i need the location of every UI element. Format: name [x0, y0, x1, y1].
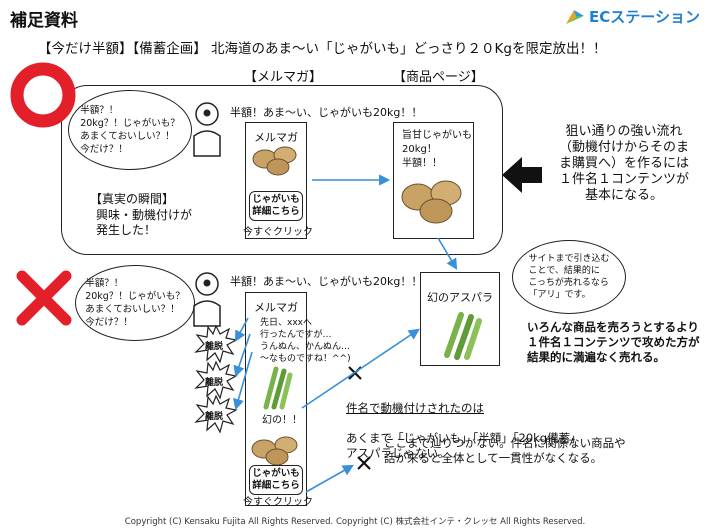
- exit-label-1: 離脱: [205, 342, 224, 352]
- mailmag-card-bad: メルマガ 先日、xxxへ 行ったんですが… うんぬん、かんぬん… 〜なものですね…: [243, 292, 351, 508]
- thought-bubble-good: 半額？！ 20kg？！じゃがいも？ あまくておいしい？！ 今だけ？！: [68, 90, 192, 170]
- note-motivation-underlined: 件名で動機付けされたのは: [346, 401, 484, 415]
- click-link-bad[interactable]: 今すぐクリック: [243, 497, 313, 508]
- brand-logo: ECステーション: [564, 6, 700, 27]
- potato-icon: [401, 180, 462, 224]
- asparagus-icon: [263, 366, 293, 410]
- thought-text-good: 半額？！ 20kg？！じゃがいも？ あまくておいしい？！ 今だけ？！: [80, 105, 180, 155]
- headline: 【今だけ半額】【備蓄企画】 北海道のあま〜い「じゃがいも」どっさり２０Kgを限定…: [38, 41, 607, 57]
- note-motivation-rest: あくまで「じゃがいも」「半額」「20kg備蓄」 アスパラじゃない。: [346, 431, 582, 460]
- speech-bubble-right: サイトまで引き込む ことで、結果的に こっちが売れるなら 「アリ」です。: [512, 240, 626, 314]
- black-arrow-icon: [502, 157, 542, 193]
- truth-moment-label: 【真実の瞬間】: [90, 192, 175, 206]
- x-mark-icon: [348, 366, 362, 380]
- label-mailmag: 【メルマガ】: [244, 70, 323, 85]
- arrow-click-to-x: [305, 464, 354, 493]
- logo-text: ECステーション: [589, 8, 700, 26]
- detail-banner-bad[interactable]: じゃがいも 詳細こちら: [249, 465, 303, 495]
- mailmag-title-good: メルマガ: [254, 131, 298, 144]
- page-title: 補足資料: [10, 11, 78, 31]
- truth-moment-text: 興味・動機付けが 発生した！: [96, 208, 193, 237]
- mailmag-card-good: メルマガ じゃがいも 詳細こちら 今すぐクリック: [243, 122, 313, 239]
- red-circle-icon: [10, 62, 76, 128]
- potato-icon: [252, 146, 297, 176]
- logo-mark-icon: [566, 9, 585, 24]
- right-note: 狙い通りの強い流れ （動機付けからそのま ま購買へ）を作るには １件名１コンテン…: [558, 124, 689, 203]
- product-page-card: 旨甘じゃがいも 20kg！ 半額！！: [393, 122, 474, 239]
- exit-burst-icon: [194, 360, 238, 400]
- label-product-page: 【商品ページ】: [393, 70, 484, 85]
- exit-burst-icon: [194, 324, 238, 364]
- asparagus-icon: [444, 312, 482, 360]
- click-link-good[interactable]: 今すぐクリック: [243, 227, 313, 238]
- thought-bubble-bad: 半額？！ 20kg？！じゃがいも？ あまくておいしい？！ 今だけ？！: [75, 265, 195, 341]
- person-icon: [193, 272, 221, 327]
- maboroshi-text: 幻の！！: [262, 415, 302, 426]
- speech-bubble-right-text: サイトまで引き込む ことで、結果的に こっちが売れるなら 「アリ」です。: [528, 254, 610, 300]
- bold-note: いろんな商品を売ろうとするより １件名１コンテンツで攻めた方が 結果的に満遍なく…: [527, 320, 700, 364]
- x-mark-icon: [357, 456, 371, 470]
- product-page-text: 旨甘じゃがいも 20kg！ 半額！！: [402, 130, 472, 169]
- note-unreached: ここまで辿りつかない。件名に関係ない商品や 話が来ると全体として一貫性がなくなる…: [384, 436, 626, 465]
- exit-label-3: 離脱: [205, 412, 224, 422]
- detail-banner-good[interactable]: じゃがいも 詳細こちら: [249, 191, 303, 221]
- good-case-frame: [61, 85, 503, 255]
- tweet-good: 半額！あま〜い、じゃがいも20kg！！: [230, 106, 423, 119]
- potato-icon: [251, 436, 298, 466]
- tweet-bad: 半額！あま〜い、じゃがいも20kg！！: [230, 275, 423, 288]
- exit-burst-icon: [194, 394, 238, 434]
- red-cross-icon: [16, 270, 72, 326]
- asparagus-page-title: 幻のアスパラ: [427, 291, 493, 304]
- thought-text-bad: 半額？！ 20kg？！じゃがいも？ あまくておいしい？！ 今だけ？！: [85, 278, 185, 328]
- exit-label-2: 離脱: [205, 378, 224, 388]
- asparagus-page-card: 幻のアスパラ: [420, 272, 500, 366]
- copyright-footer: Copyright (C) Kensaku Fujita All Rights …: [124, 517, 586, 527]
- mailmag-title-bad: メルマガ: [254, 301, 298, 314]
- person-icon: [193, 102, 221, 157]
- mailmag-body-bad: 先日、xxxへ 行ったんですが… うんぬん、かんぬん… 〜なものですね！^^): [260, 318, 351, 364]
